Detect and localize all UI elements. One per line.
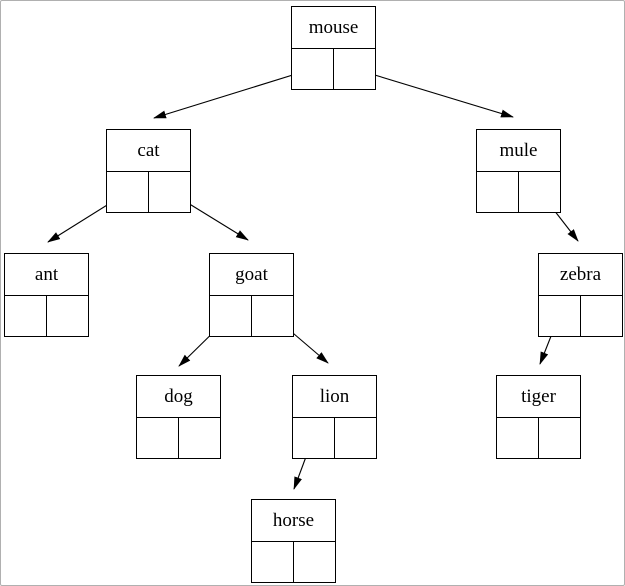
right-pointer-cell	[519, 172, 560, 213]
right-pointer-cell	[179, 418, 220, 459]
tree-node-mule: mule	[476, 129, 561, 213]
node-label: dog	[137, 376, 220, 418]
pointer-cells	[477, 171, 560, 213]
left-pointer-cell	[252, 541, 294, 582]
left-pointer-cell	[292, 48, 334, 89]
right-pointer-cell	[294, 542, 335, 583]
pointer-cells	[137, 417, 220, 459]
node-label: tiger	[497, 376, 580, 418]
left-pointer-cell	[107, 171, 149, 212]
tree-node-ant: ant	[4, 253, 89, 337]
tree-node-dog: dog	[136, 375, 221, 459]
right-pointer-cell	[581, 296, 622, 337]
right-pointer-cell	[334, 49, 375, 90]
right-pointer-cell	[47, 296, 88, 337]
tree-node-horse: horse	[251, 499, 336, 583]
node-label: mule	[477, 130, 560, 172]
edge-mouse-left-to-cat	[153, 68, 313, 119]
pointer-cells	[107, 171, 190, 213]
tree-node-cat: cat	[106, 129, 191, 213]
right-pointer-cell	[335, 418, 376, 459]
left-pointer-cell	[477, 171, 519, 212]
left-pointer-cell	[210, 295, 252, 336]
pointer-cells	[252, 541, 335, 583]
left-pointer-cell	[137, 417, 179, 458]
right-pointer-cell	[149, 172, 190, 213]
left-pointer-cell	[293, 417, 335, 458]
pointer-cells	[210, 295, 293, 337]
node-label: goat	[210, 254, 293, 296]
tree-node-goat: goat	[209, 253, 294, 337]
left-pointer-cell	[497, 417, 539, 458]
node-label: lion	[293, 376, 376, 418]
left-pointer-cell	[5, 295, 47, 336]
tree-node-mouse: mouse	[291, 6, 376, 90]
pointer-cells	[5, 295, 88, 337]
node-label: horse	[252, 500, 335, 542]
pointer-cells	[292, 48, 375, 90]
edge-mouse-right-to-mule	[354, 68, 514, 118]
pointer-cells	[497, 417, 580, 459]
tree-node-zebra: zebra	[538, 253, 623, 337]
node-label: cat	[107, 130, 190, 172]
right-pointer-cell	[539, 418, 580, 459]
node-label: zebra	[539, 254, 622, 296]
tree-node-lion: lion	[292, 375, 377, 459]
pointer-cells	[539, 295, 622, 337]
left-pointer-cell	[539, 295, 581, 336]
right-pointer-cell	[252, 296, 293, 337]
pointer-cells	[293, 417, 376, 459]
node-label: ant	[5, 254, 88, 296]
node-label: mouse	[292, 7, 375, 49]
tree-node-tiger: tiger	[496, 375, 581, 459]
